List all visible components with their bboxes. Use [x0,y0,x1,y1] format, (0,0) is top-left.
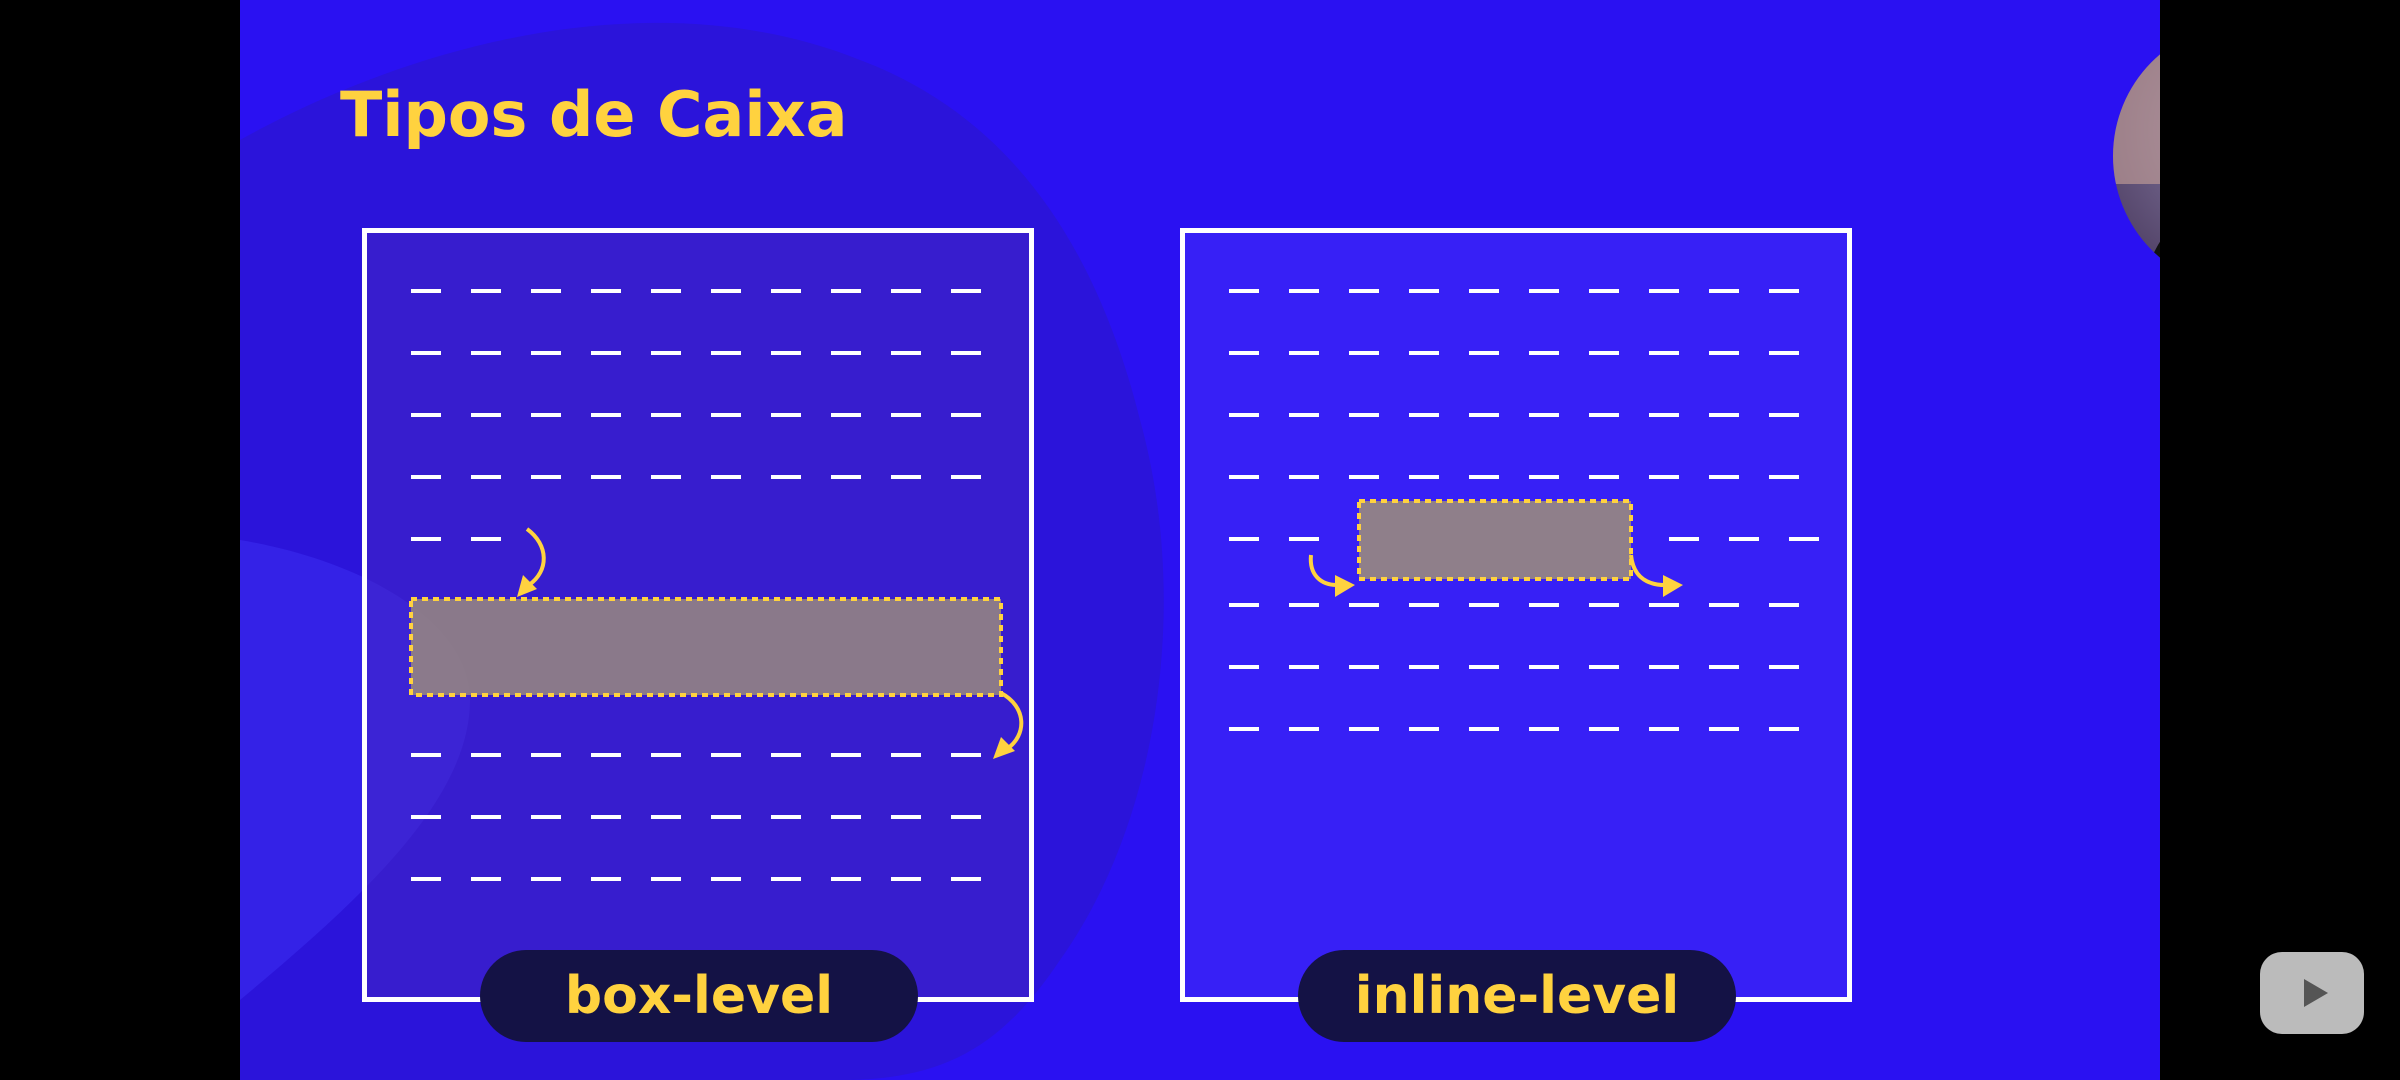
play-icon [2304,979,2328,1007]
inline-box-highlight [1357,499,1633,581]
text-lines [411,289,981,881]
play-button[interactable] [2260,952,2364,1034]
box-level-label-pill: box-level [480,950,918,1042]
box-level-diagram [409,289,1024,881]
text-lines [1229,289,1819,731]
block-box-highlight [409,597,1003,697]
arrow-into-inline-icon [1308,554,1338,587]
box-level-label: box-level [564,966,834,1026]
inline-level-label: inline-level [1354,966,1680,1026]
arrow-into-block-icon [525,527,546,587]
inline-level-diagram [1229,289,1819,731]
arrow-out-of-inline-head-icon [1663,575,1683,597]
arrow-into-inline-head-icon [1335,575,1355,597]
box-level-panel [362,228,1034,1002]
inline-level-panel [1180,228,1852,1002]
slide-stage: Tipos de Caixa box [240,0,2160,1080]
arrow-out-of-block-head-icon [993,737,1015,759]
slide-title: Tipos de Caixa [340,78,848,151]
inline-level-label-pill: inline-level [1298,950,1736,1042]
arrow-out-of-block-icon [999,691,1024,751]
arrow-into-block-head-icon [517,575,537,597]
arrow-out-of-inline-icon [1629,554,1666,587]
